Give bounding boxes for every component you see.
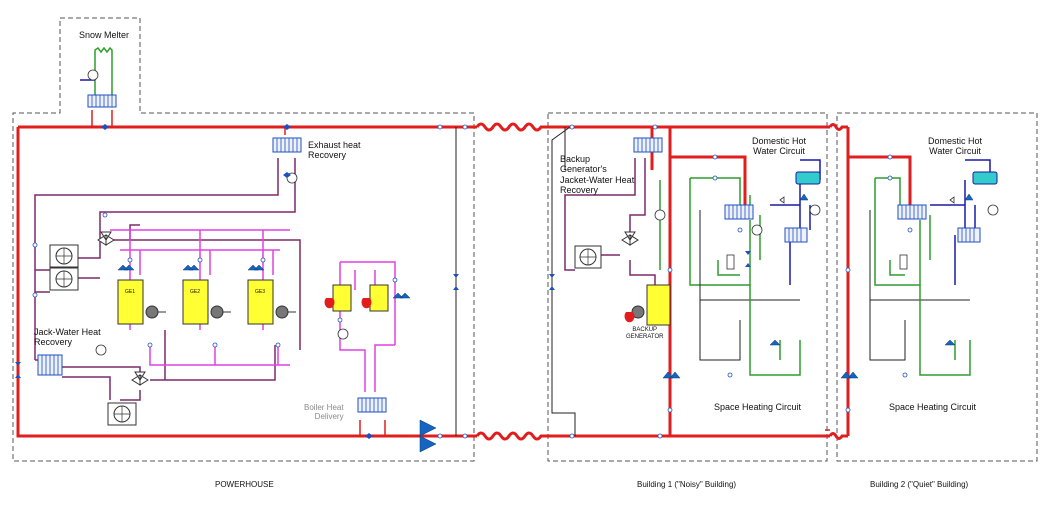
- burners: [324, 298, 635, 323]
- exhaust-heat-recovery-label: Exhaust heat Recovery: [308, 140, 361, 161]
- generator-2-label: GE2: [190, 289, 201, 295]
- building1-boundary: [547, 112, 828, 462]
- domestic-hot-water-b2-label: Domestic Hot Water Circuit: [928, 136, 983, 157]
- dhw-tanks: [795, 171, 998, 185]
- dhw-tank-b2: [972, 171, 998, 185]
- boiler-1: [332, 284, 352, 312]
- generator-3: [247, 279, 274, 325]
- dry-cooler-fans: [49, 244, 602, 426]
- generator-3-label: GE3: [255, 289, 266, 295]
- generator-1-label: GE1: [125, 289, 136, 295]
- bypass-details: [726, 196, 955, 270]
- snow-melter-loop: [80, 46, 113, 127]
- heat-exchangers: [37, 94, 981, 413]
- heat-exchanger-snow-melter: [87, 94, 117, 108]
- backup-generator-jacket-water-label: Backup Generator's Jacket-Water Heat Rec…: [560, 154, 635, 196]
- heat-exchanger-b1-main: [724, 204, 754, 220]
- three-way-valves: [97, 231, 639, 386]
- heat-exchanger-b2-main: [897, 204, 927, 220]
- valves: [15, 124, 751, 439]
- boundaries: [12, 17, 1038, 462]
- backup-generator: [646, 284, 671, 326]
- pumps: [117, 193, 974, 453]
- main-loop: [16, 122, 912, 441]
- building1-label: Building 1 ("Noisy" Building): [637, 480, 737, 489]
- powerhouse-misc-pipes: [284, 127, 457, 437]
- jacket-water-circuit: [34, 158, 301, 401]
- heat-exchanger-b2-dhw: [957, 227, 981, 243]
- pump-circles: [87, 69, 999, 356]
- domestic-hot-water-b1-label: Domestic Hot Water Circuit: [752, 136, 807, 157]
- boiler-2: [369, 284, 389, 312]
- generators: [117, 279, 671, 326]
- building2-pipes: [869, 159, 991, 376]
- backup-generator-label: BACKUP GENERATOR: [626, 327, 664, 340]
- jacket-water-heat-recovery-label: Jack-Water Heat Recovery: [34, 327, 101, 348]
- boiler-heat-delivery-label: Boiler Heat Delivery: [304, 403, 344, 422]
- heat-exchanger-plates: [41, 95, 975, 412]
- heat-exchanger-b1-dhw: [784, 227, 808, 243]
- powerhouse-label: POWERHOUSE: [215, 480, 274, 489]
- heat-exchanger-exhaust: [272, 137, 302, 153]
- heat-exchanger-boiler: [357, 397, 387, 413]
- building2-boundary: [836, 112, 1038, 462]
- generator-1: [117, 279, 144, 325]
- space-heating-b1-label: Space Heating Circuit: [714, 402, 802, 412]
- dhw-tank-b1: [795, 171, 821, 185]
- building2-label: Building 2 ("Quiet" Building): [870, 480, 969, 489]
- building1-pipes: [551, 126, 830, 436]
- powerhouse-boundary: [12, 17, 475, 462]
- heat-exchanger-backup-generator: [633, 137, 663, 153]
- fittings: [32, 124, 913, 439]
- snow-melter-label: Snow Melter: [79, 30, 130, 40]
- space-heating-b2-label: Space Heating Circuit: [889, 402, 977, 412]
- generator-2: [182, 279, 209, 325]
